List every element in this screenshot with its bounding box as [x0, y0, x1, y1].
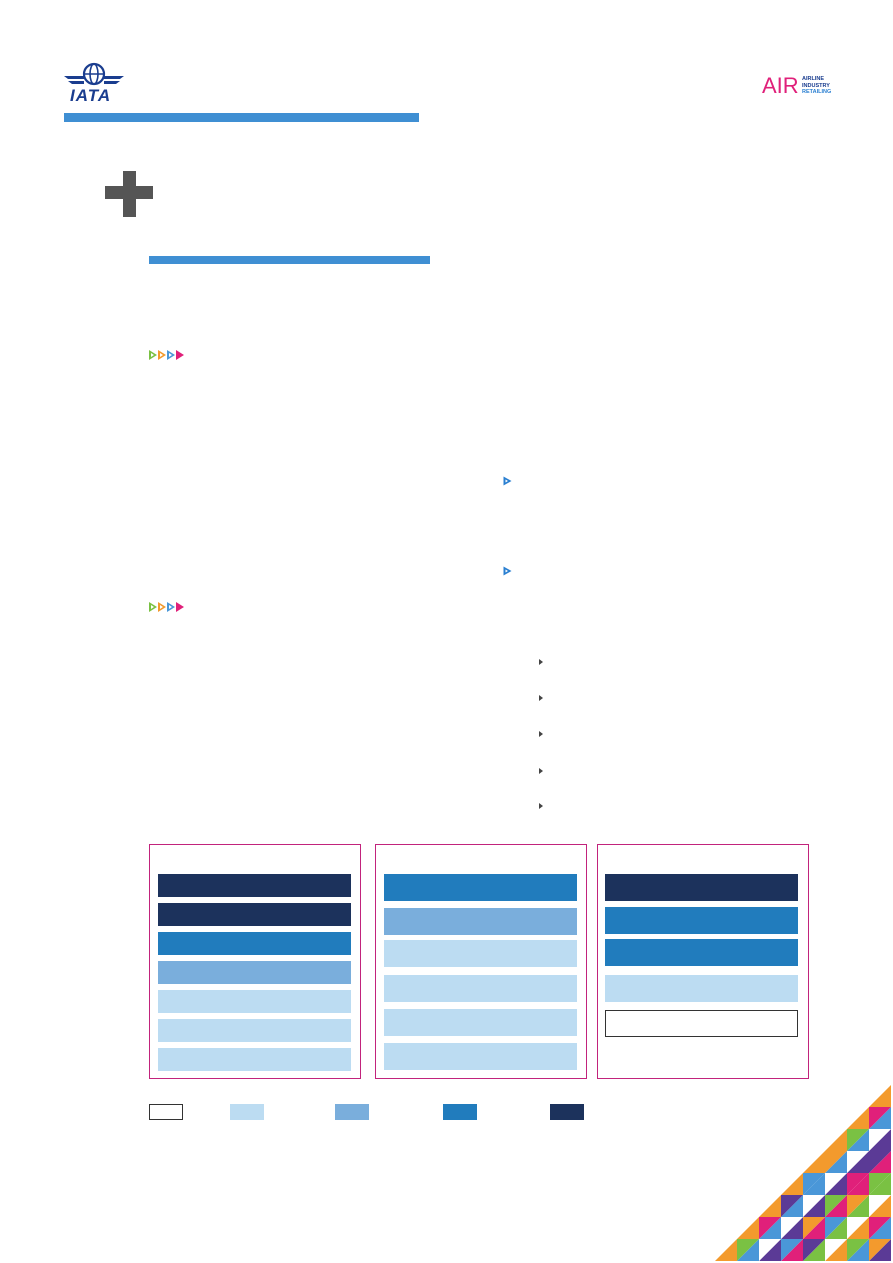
bar — [384, 874, 577, 901]
bar — [384, 940, 577, 967]
bar — [158, 874, 351, 897]
globe-wings-icon — [64, 62, 124, 86]
panel-3 — [597, 844, 809, 1079]
legend-swatch-light — [230, 1104, 264, 1120]
decor-triangle — [781, 1217, 803, 1239]
bar — [158, 961, 351, 984]
legend-swatch-white — [149, 1104, 183, 1120]
decor-triangle — [847, 1217, 869, 1239]
decor-triangle — [825, 1195, 847, 1217]
decor-triangle — [825, 1129, 847, 1151]
decor-triangle — [737, 1217, 759, 1239]
decor-triangle — [803, 1195, 825, 1217]
bar — [158, 1048, 351, 1071]
decor-triangle — [759, 1239, 781, 1261]
decor-triangle — [759, 1195, 781, 1217]
iata-logo — [64, 62, 124, 86]
decor-triangle — [869, 1173, 891, 1195]
decor-triangle — [869, 1085, 891, 1107]
bar — [605, 874, 798, 901]
multicolor-arrows-icon — [149, 602, 184, 612]
decor-triangle — [803, 1239, 825, 1261]
bar — [384, 1009, 577, 1036]
bar — [605, 1010, 798, 1037]
decor-triangle — [825, 1217, 847, 1239]
decor-triangle — [847, 1173, 869, 1195]
triangle-bullet-icon — [539, 803, 543, 809]
triangle-bullet-icon — [539, 768, 543, 774]
section-rule — [149, 256, 430, 264]
decor-triangle — [869, 1217, 891, 1239]
decor-triangle — [803, 1173, 825, 1195]
bar — [384, 908, 577, 935]
triangle-bullet-icon — [539, 731, 543, 737]
decor-triangle — [781, 1173, 803, 1195]
header-rule — [64, 113, 419, 122]
decor-triangle — [847, 1129, 869, 1151]
bar — [605, 975, 798, 1002]
decor-triangle — [759, 1217, 781, 1239]
decor-triangle — [781, 1195, 803, 1217]
decor-triangle — [847, 1195, 869, 1217]
bar — [384, 1043, 577, 1070]
decor-triangle — [869, 1151, 891, 1173]
decor-triangle — [737, 1239, 759, 1261]
decor-triangle — [715, 1239, 737, 1261]
panel-2 — [375, 844, 587, 1079]
decor-triangle — [847, 1107, 869, 1129]
panel-1 — [149, 844, 361, 1079]
air-tagline-line: RETAILING — [802, 89, 832, 95]
decor-triangle — [825, 1239, 847, 1261]
bar — [158, 903, 351, 926]
decor-triangle — [869, 1129, 891, 1151]
decor-triangle — [825, 1173, 847, 1195]
decor-triangle — [781, 1239, 803, 1261]
legend-swatch-blue — [443, 1104, 477, 1120]
blue-arrow-icon — [503, 476, 512, 486]
multicolor-arrows-icon — [149, 350, 184, 360]
iata-wordmark: IATA — [70, 86, 112, 105]
decor-triangle — [803, 1151, 825, 1173]
air-tagline-line: AIRLINE — [802, 76, 824, 82]
air-wordmark: AIR — [762, 73, 799, 98]
blue-arrow-icon — [503, 566, 512, 576]
legend-swatch-dark — [550, 1104, 584, 1120]
bar — [605, 907, 798, 934]
triangle-bullet-icon — [539, 695, 543, 701]
bar — [158, 1019, 351, 1042]
decor-triangle — [847, 1239, 869, 1261]
triangle-bullet-icon — [539, 659, 543, 665]
bar — [158, 990, 351, 1013]
bar — [384, 975, 577, 1002]
decor-triangle — [869, 1107, 891, 1129]
decor-triangle — [869, 1195, 891, 1217]
legend-swatch-mid — [335, 1104, 369, 1120]
decor-triangle — [803, 1217, 825, 1239]
air-tagline: AIRLINE INDUSTRY RETAILING — [802, 76, 831, 96]
decorative-triangles — [715, 1085, 891, 1261]
bar — [605, 939, 798, 966]
decor-triangle — [847, 1151, 869, 1173]
air-tagline-line: INDUSTRY — [802, 82, 830, 89]
bar — [158, 932, 351, 955]
decor-triangle — [825, 1151, 847, 1173]
decor-triangle — [869, 1239, 891, 1261]
